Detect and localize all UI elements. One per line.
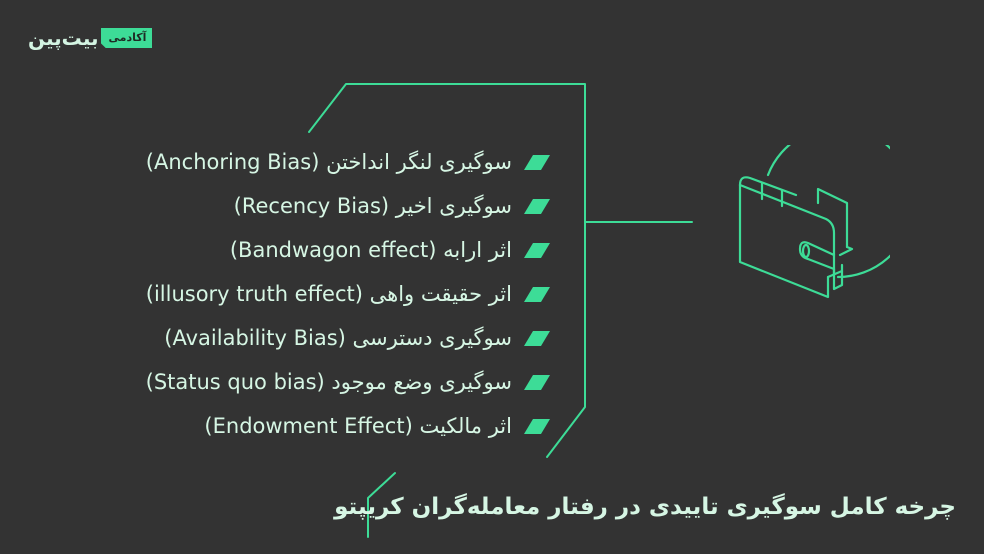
list-item: سوگیری دسترسی (Availability Bias): [146, 316, 550, 360]
list-item-label: اثر ارابه (Bandwagon effect): [229, 238, 512, 262]
list-item: اثر مالکیت (Endowment Effect): [146, 404, 550, 448]
list-item: سوگیری لنگر انداختن (Anchoring Bias): [146, 140, 550, 184]
brand-logo: آکادمی بیت‌پین: [28, 24, 153, 52]
list-item-label: اثر حقیقت واهی (illusory truth effect): [145, 282, 512, 306]
list-item-label: سوگیری وضع موجود (Status quo bias): [145, 370, 512, 394]
list-item: اثر حقیقت واهی (illusory truth effect): [146, 272, 550, 316]
parallelogram-bullet-icon: [524, 374, 550, 390]
list-item-label: سوگیری دسترسی (Availability Bias): [164, 326, 512, 350]
parallelogram-bullet-icon: [524, 418, 550, 434]
caption-title: چرخه کامل سوگیری تاییدی در رفتار معامله‌…: [334, 494, 956, 520]
academy-badge: آکادمی: [100, 28, 153, 48]
list-item-label: سوگیری لنگر انداختن (Anchoring Bias): [145, 150, 512, 174]
parallelogram-bullet-icon: [524, 154, 550, 170]
parallelogram-bullet-icon: [524, 242, 550, 258]
frame-top-line: [308, 83, 586, 458]
list-item: سوگیری اخیر (Recency Bias): [146, 184, 550, 228]
parallelogram-bullet-icon: [524, 198, 550, 214]
list-item-label: سوگیری اخیر (Recency Bias): [233, 194, 512, 218]
parallelogram-bullet-icon: [524, 286, 550, 302]
wallet-cycle-icon: [738, 145, 890, 299]
bias-list: سوگیری لنگر انداختن (Anchoring Bias) سوگ…: [146, 140, 550, 448]
brand-name: بیت‌پین: [28, 26, 99, 50]
list-item-label: اثر مالکیت (Endowment Effect): [204, 414, 512, 438]
cycle-arc-icon: [766, 145, 890, 279]
list-item: اثر ارابه (Bandwagon effect): [146, 228, 550, 272]
caption-bracket: [367, 472, 396, 538]
parallelogram-bullet-icon: [524, 330, 550, 346]
list-item: سوگیری وضع موجود (Status quo bias): [146, 360, 550, 404]
